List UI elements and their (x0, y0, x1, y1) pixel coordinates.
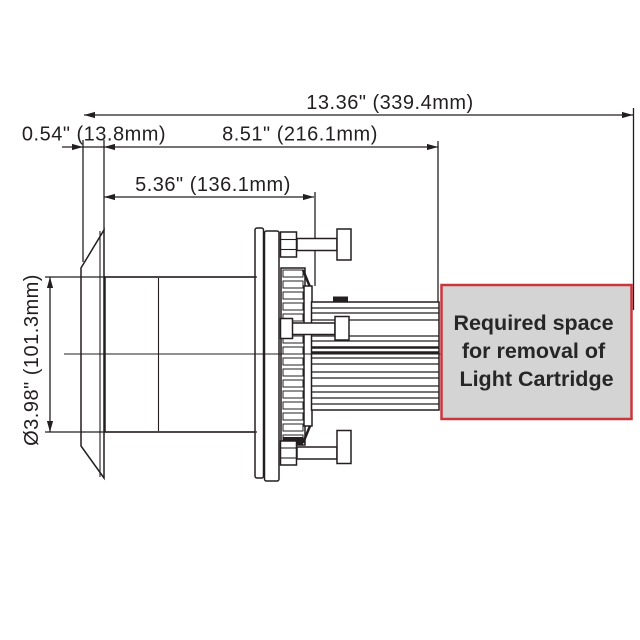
dim-rear-depth-label: 5.36" (136.1mm) (135, 174, 291, 196)
dim-housing-length-label: 8.51" (216.1mm) (222, 124, 378, 146)
bolt-middle-nut (279, 317, 294, 340)
arrow-right-icon (72, 143, 83, 151)
dim-overall-length: 13.36" (339.4mm) (84, 92, 633, 119)
dim-trim-thickness-label: 0.54" (13.8mm) (22, 124, 166, 146)
arrow-right-icon (303, 193, 314, 201)
arrow-up-icon (46, 277, 54, 288)
bolt-bottom (279, 429, 352, 466)
bolt-middle (279, 315, 350, 341)
arrow-down-icon (46, 421, 54, 432)
dim-rear-depth: 5.36" (136.1mm) (104, 174, 314, 201)
note-box: Required space for removal of Light Cart… (440, 283, 633, 421)
arrow-left-icon (104, 143, 115, 151)
rear-housing-top-tab (333, 296, 348, 303)
note-box-text: Required space for removal of Light Cart… (453, 311, 619, 391)
arrow-right-icon (622, 111, 633, 119)
dim-trim-and-housing: 0.54" (13.8mm) 8.51" (216.1mm) (22, 124, 438, 151)
construction-lines (45, 108, 635, 433)
mounting-plate-rear (263, 230, 280, 482)
bolt-bottom-nut (279, 440, 298, 466)
bolt-middle-head (334, 315, 350, 341)
rear-housing (310, 296, 440, 411)
bolt-top (279, 228, 352, 261)
arrow-left-icon (104, 193, 115, 201)
arrow-right-icon (427, 143, 438, 151)
heatsink-fin-ring (280, 267, 313, 446)
arrow-left-icon (84, 111, 95, 119)
bolt-bottom-head (336, 429, 352, 465)
note-box-background (440, 283, 633, 421)
dim-diameter: Ø3.98" (101.3mm) (21, 274, 54, 446)
dim-diameter-label: Ø3.98" (101.3mm) (21, 274, 43, 446)
bolt-top-nut (279, 231, 298, 258)
bolt-top-shaft (296, 237, 338, 252)
mounting-plate-front (254, 227, 265, 479)
bolt-middle-shaft (291, 322, 336, 336)
bolt-bottom-shaft (296, 446, 338, 460)
dim-overall-length-label: 13.36" (339.4mm) (306, 92, 473, 114)
bolt-top-head (336, 228, 352, 261)
